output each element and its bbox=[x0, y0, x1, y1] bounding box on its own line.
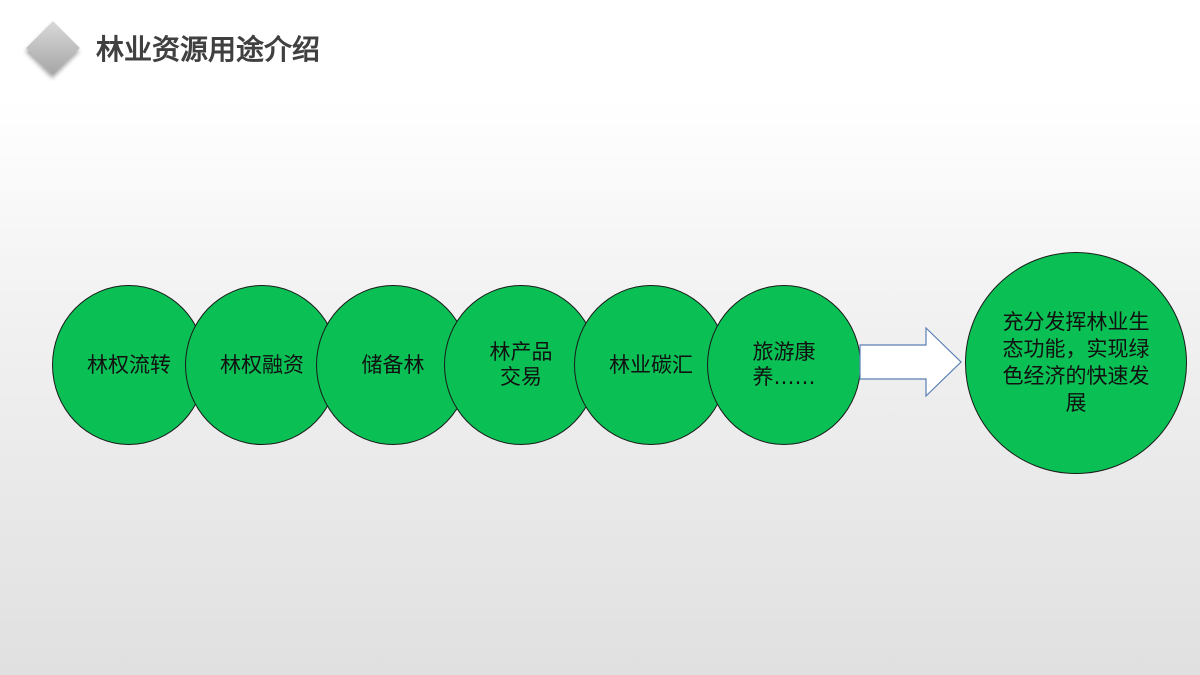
title-diamond-icon bbox=[26, 21, 80, 75]
node-forest-products-trade: 林产品 交易 bbox=[444, 285, 598, 445]
node-forest-right-transfer: 林权流转 bbox=[52, 285, 206, 445]
node-label: 旅游康 养…… bbox=[752, 340, 816, 389]
node-label: 储备林 bbox=[361, 352, 425, 377]
node-forest-carbon-sink: 林业碳汇 bbox=[574, 285, 728, 445]
node-tourism-wellness: 旅游康 养…… bbox=[707, 285, 861, 445]
result-circle: 充分发挥林业生态功能，实现绿色经济的快速发展 bbox=[965, 252, 1187, 474]
right-arrow-icon bbox=[859, 326, 962, 398]
node-label: 林权融资 bbox=[220, 352, 304, 377]
node-label: 林产品 交易 bbox=[489, 340, 553, 389]
result-label: 充分发挥林业生态功能，实现绿色经济的快速发展 bbox=[1002, 310, 1150, 415]
page-title: 林业资源用途介绍 bbox=[96, 33, 321, 66]
node-label: 林权流转 bbox=[87, 352, 171, 377]
node-label: 林业碳汇 bbox=[609, 352, 693, 377]
node-forest-right-financing: 林权融资 bbox=[185, 285, 339, 445]
